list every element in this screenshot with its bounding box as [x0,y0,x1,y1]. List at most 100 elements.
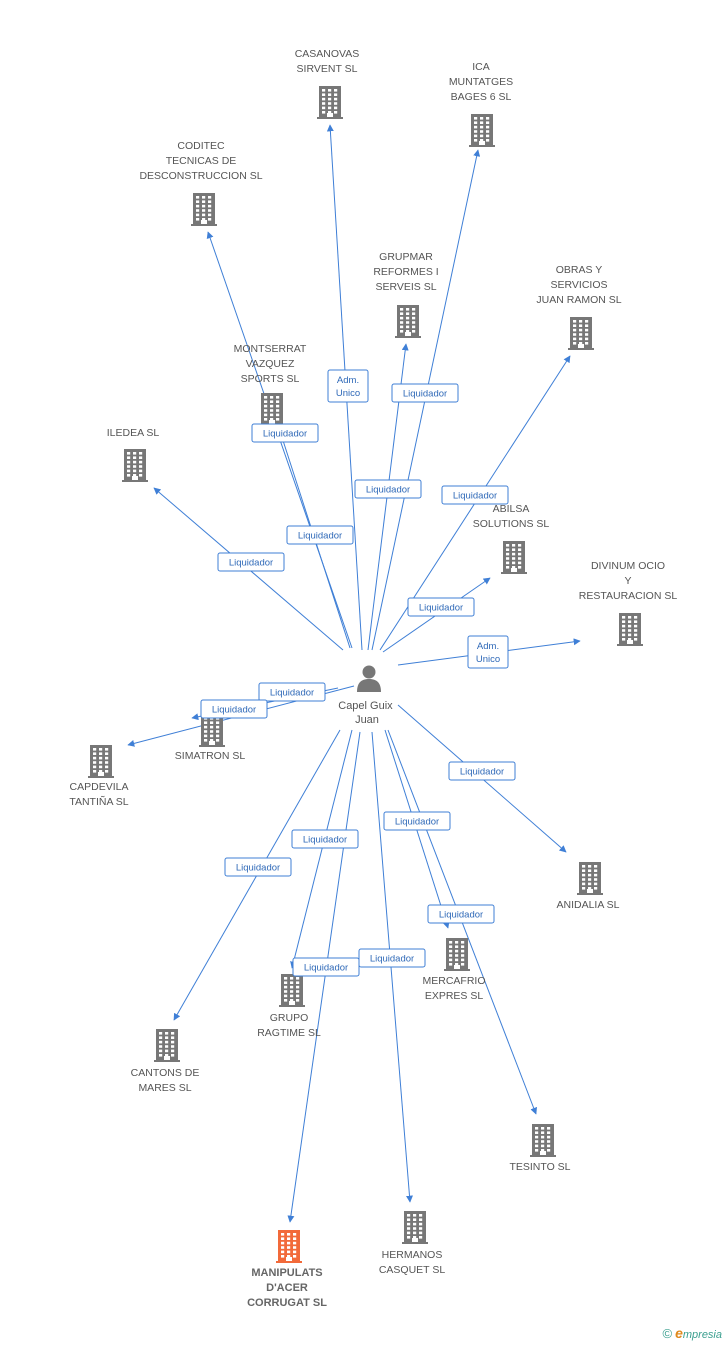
company-name-line: ANIDALIA SL [556,899,619,911]
edge-label-obras: Liquidador [441,485,509,505]
company-name-simatron: SIMATRON SL [175,750,246,762]
edge-label-capdevila: Liquidador [200,699,268,719]
edge-label-text: Liquidador [453,491,497,502]
brand-logo-text: mpresia [682,1329,722,1341]
edge-label-box [358,948,426,968]
edge-manipulats [287,731,361,1223]
edge-label-box [258,682,326,702]
company-node-tesinto[interactable]: TESINTO SL [509,1124,571,1173]
edge-label-text: Liquidador [212,705,256,716]
edge-label-text: Liquidador [298,531,342,542]
company-name-line: MONTSERRAT [234,343,307,355]
edge-label-ica: Liquidador [391,383,459,403]
company-name-line: MANIPULATS [251,1267,322,1279]
edge-label-text: Liquidador [366,485,410,496]
edge-label-anidalia: Liquidador [448,761,516,781]
brand-logo-initial: e [675,1325,683,1341]
building-icon [154,1029,180,1062]
building-icon [444,938,470,971]
edge-label-text: Liquidador [303,835,347,846]
edge-label-box [407,597,475,617]
edge-label-text: Adm.Unico [336,375,360,399]
company-name-anidalia: ANIDALIA SL [556,899,619,911]
company-node-simatron[interactable]: SIMATRON SL [175,714,246,762]
edge-label-box [383,811,451,831]
edge-label-text: Liquidador [236,863,280,874]
edge-label-box [200,699,268,719]
company-name-line: D'ACER [266,1282,308,1294]
company-name-line: ABILSA [493,503,530,515]
company-name-line: REFORMES I [373,266,438,278]
company-name-grupo: GRUPO RAGTIME SL [257,1012,321,1039]
edge-label-box [292,957,360,977]
company-name-line: Y [624,575,631,587]
company-name-line: GRUPMAR [379,251,433,263]
company-name-line: EXPRES SL [425,990,484,1002]
edge-label-box [327,369,369,403]
building-icon [199,714,225,747]
edge-label-box [427,904,495,924]
edge-label-hermanos: Liquidador [358,948,426,968]
building-icon [395,305,421,338]
edge-label-text: Liquidador [370,954,414,965]
edge-label-text: Adm.Unico [476,641,500,665]
company-name-line: TANTIÑA SL [69,795,128,808]
center-person-name: Capel Guix Juan [338,700,395,726]
edge-label-box [441,485,509,505]
edge-label-montserrat: Liquidador [286,525,354,545]
center-name-line-1: Capel Guix [338,700,393,712]
company-name-tesinto: TESINTO SL [509,1161,570,1173]
building-icon [402,1211,428,1244]
company-name-line: TESINTO SL [509,1161,570,1173]
building-icon [88,745,114,778]
edge-label-box [251,423,319,443]
edge-label-grupo: Liquidador [291,829,359,849]
company-name-line: DESCONSTRUCCION SL [139,170,262,182]
company-node-grupo[interactable]: GRUPO RAGTIME SL [257,974,321,1039]
building-icon [191,193,217,226]
edge-grupo [290,729,353,969]
edge-label-text: Liquidador [229,558,273,569]
edge-label-text: Liquidador [395,817,439,828]
company-node-abilsa[interactable]: ABILSA SOLUTIONS SL [473,503,550,574]
company-name-line: RAGTIME SL [257,1027,321,1039]
building-icon [276,1230,302,1263]
center-person-node[interactable]: Capel Guix Juan [338,665,395,727]
edge-label-text: Liquidador [419,603,463,614]
edge-label-box [448,761,516,781]
edge-label-coditec: Liquidador [251,423,319,443]
center-name-line-2: Juan [355,714,379,726]
company-node-iledea[interactable]: ILEDEA SL [107,427,160,482]
company-name-line: SIMATRON SL [175,750,246,762]
company-name-line: GRUPO [270,1012,309,1024]
edge-label-simatron: Liquidador [258,682,326,702]
company-name-line: SOLUTIONS SL [473,518,550,530]
company-node-anidalia[interactable]: ANIDALIA SL [556,862,620,911]
company-name-abilsa: ABILSA SOLUTIONS SL [473,503,550,530]
edge-label-text: Liquidador [263,429,307,440]
edge-label-text: Liquidador [439,910,483,921]
company-name-line: SPORTS SL [241,373,300,385]
company-name-line: CASQUET SL [379,1264,445,1276]
